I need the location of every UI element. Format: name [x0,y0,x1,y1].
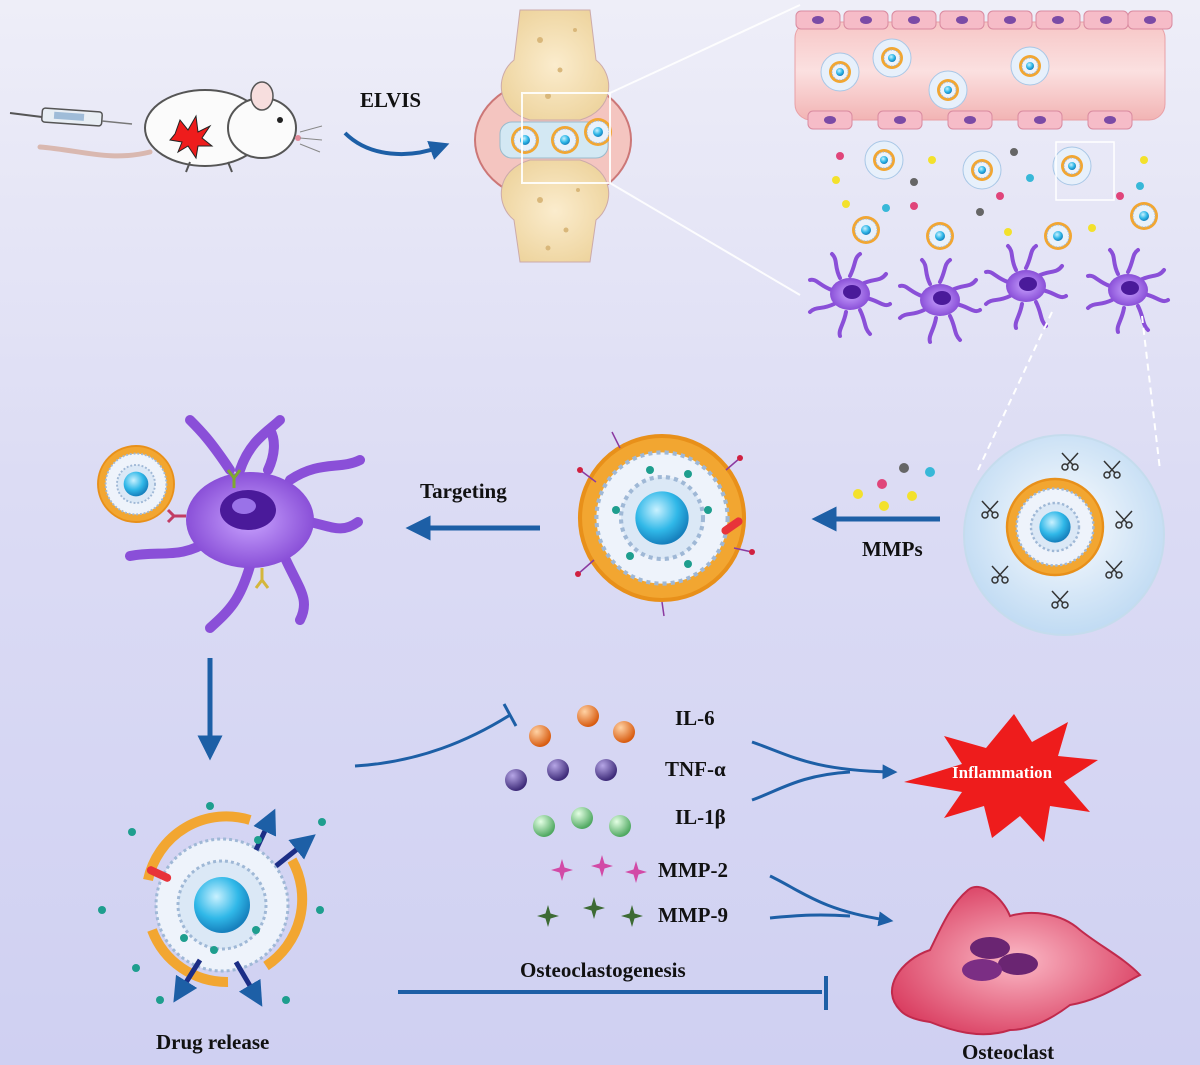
label-drug-release: Drug release [156,1030,270,1054]
inflammation-burst-icon [904,714,1098,842]
macrophage-icon [97,415,365,633]
zoom-line [609,182,801,296]
label-elvis: ELVIS [360,88,422,112]
mmp-stars [537,855,647,927]
cytokine-arrow [751,740,898,780]
blood-vessel-icon [794,10,1173,130]
label-il6: IL-6 [675,706,715,730]
label-mmps: MMPs [862,537,923,561]
inhibition-bar [502,703,518,727]
label-mmp9: MMP-9 [658,903,728,927]
nanoparticle-in-vesicle-icon [963,434,1165,636]
label-mmp2: MMP-2 [658,858,728,882]
zoom-line [1141,315,1161,471]
cytokine-spheres [505,705,635,837]
drug-release-icon [98,802,326,1007]
mmp-arrow [769,913,851,920]
label-osteoclast: Osteoclast [962,1040,1055,1064]
elvis-arrow [343,131,450,160]
extravasated-particles [832,140,1159,251]
osteoclast-icon [890,885,1142,1036]
cytokine-arrow [751,770,851,802]
inhibition-curve [354,713,511,768]
label-inflammation: Inflammation [952,763,1053,782]
label-osteoclastogenesis: Osteoclastogenesis [520,958,686,982]
syringe-icon [9,107,133,127]
mmp-arrow [769,874,894,927]
label-il1b: IL-1β [675,805,726,829]
zoom-line [609,4,801,94]
label-targeting: Targeting [420,479,507,503]
macrophage-row [808,244,1170,344]
label-tnfa: TNF-α [665,757,726,781]
mmp-particles [853,463,935,511]
joint-icon [474,9,632,263]
nanoparticle-icon [575,431,755,617]
zoom-line [977,311,1053,471]
mouse-icon [37,81,323,173]
